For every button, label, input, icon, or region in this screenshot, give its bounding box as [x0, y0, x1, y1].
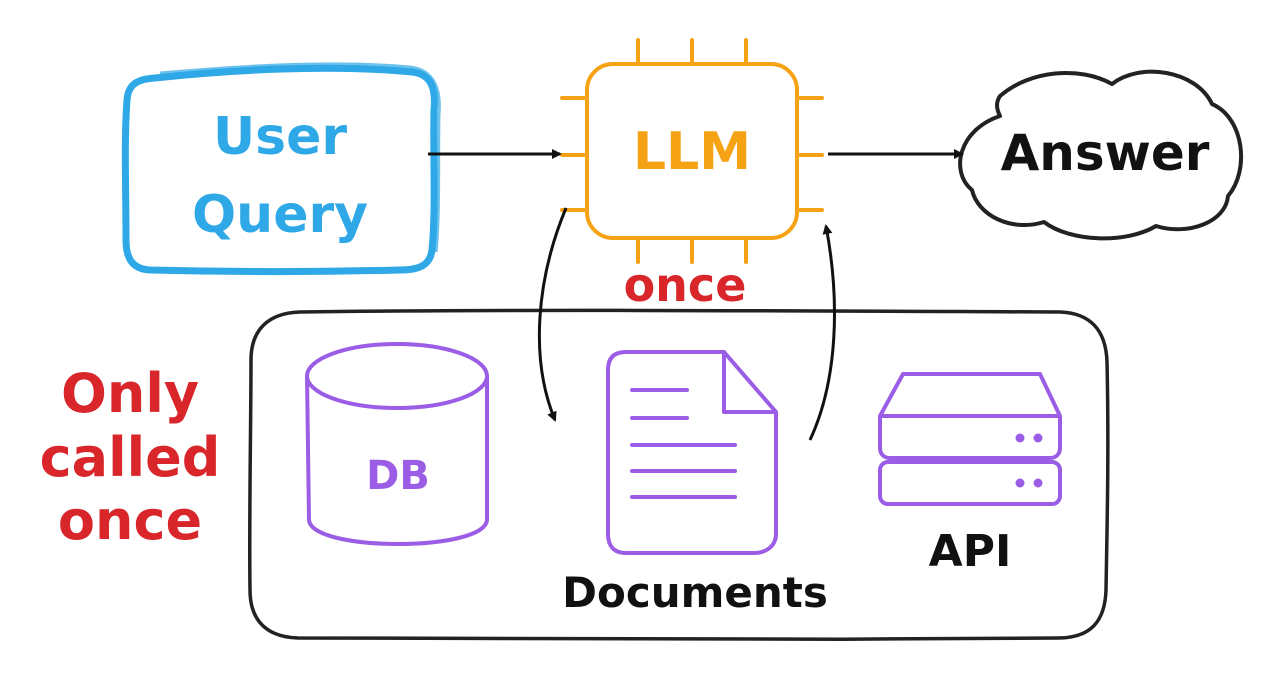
user-query-box: [121, 62, 441, 275]
side-note: Only called once: [20, 362, 240, 553]
api-label: API: [928, 526, 1012, 577]
side-note-line-2: called: [39, 425, 221, 489]
side-note-line-3: once: [57, 489, 203, 553]
database-icon: [305, 342, 489, 546]
db-label: DB: [366, 453, 430, 499]
side-note-line-1: Only: [60, 362, 200, 425]
user-query-line-2: Query: [191, 185, 369, 245]
llm-label: LLM: [632, 122, 751, 182]
server-icon: [878, 372, 1062, 506]
llm-once-note: once: [623, 258, 747, 312]
answer-label: Answer: [1000, 124, 1210, 182]
sources-container: [247, 308, 1110, 642]
user-query-line-1: User: [212, 107, 348, 167]
arrow-llm-to-sources: [537, 207, 568, 422]
cpu-chip-icon: [560, 38, 824, 264]
arrow-sources-to-llm: [808, 224, 836, 441]
documents-label: Documents: [562, 568, 828, 617]
document-icon: [606, 350, 778, 555]
user-query-label: User Query: [170, 98, 390, 254]
